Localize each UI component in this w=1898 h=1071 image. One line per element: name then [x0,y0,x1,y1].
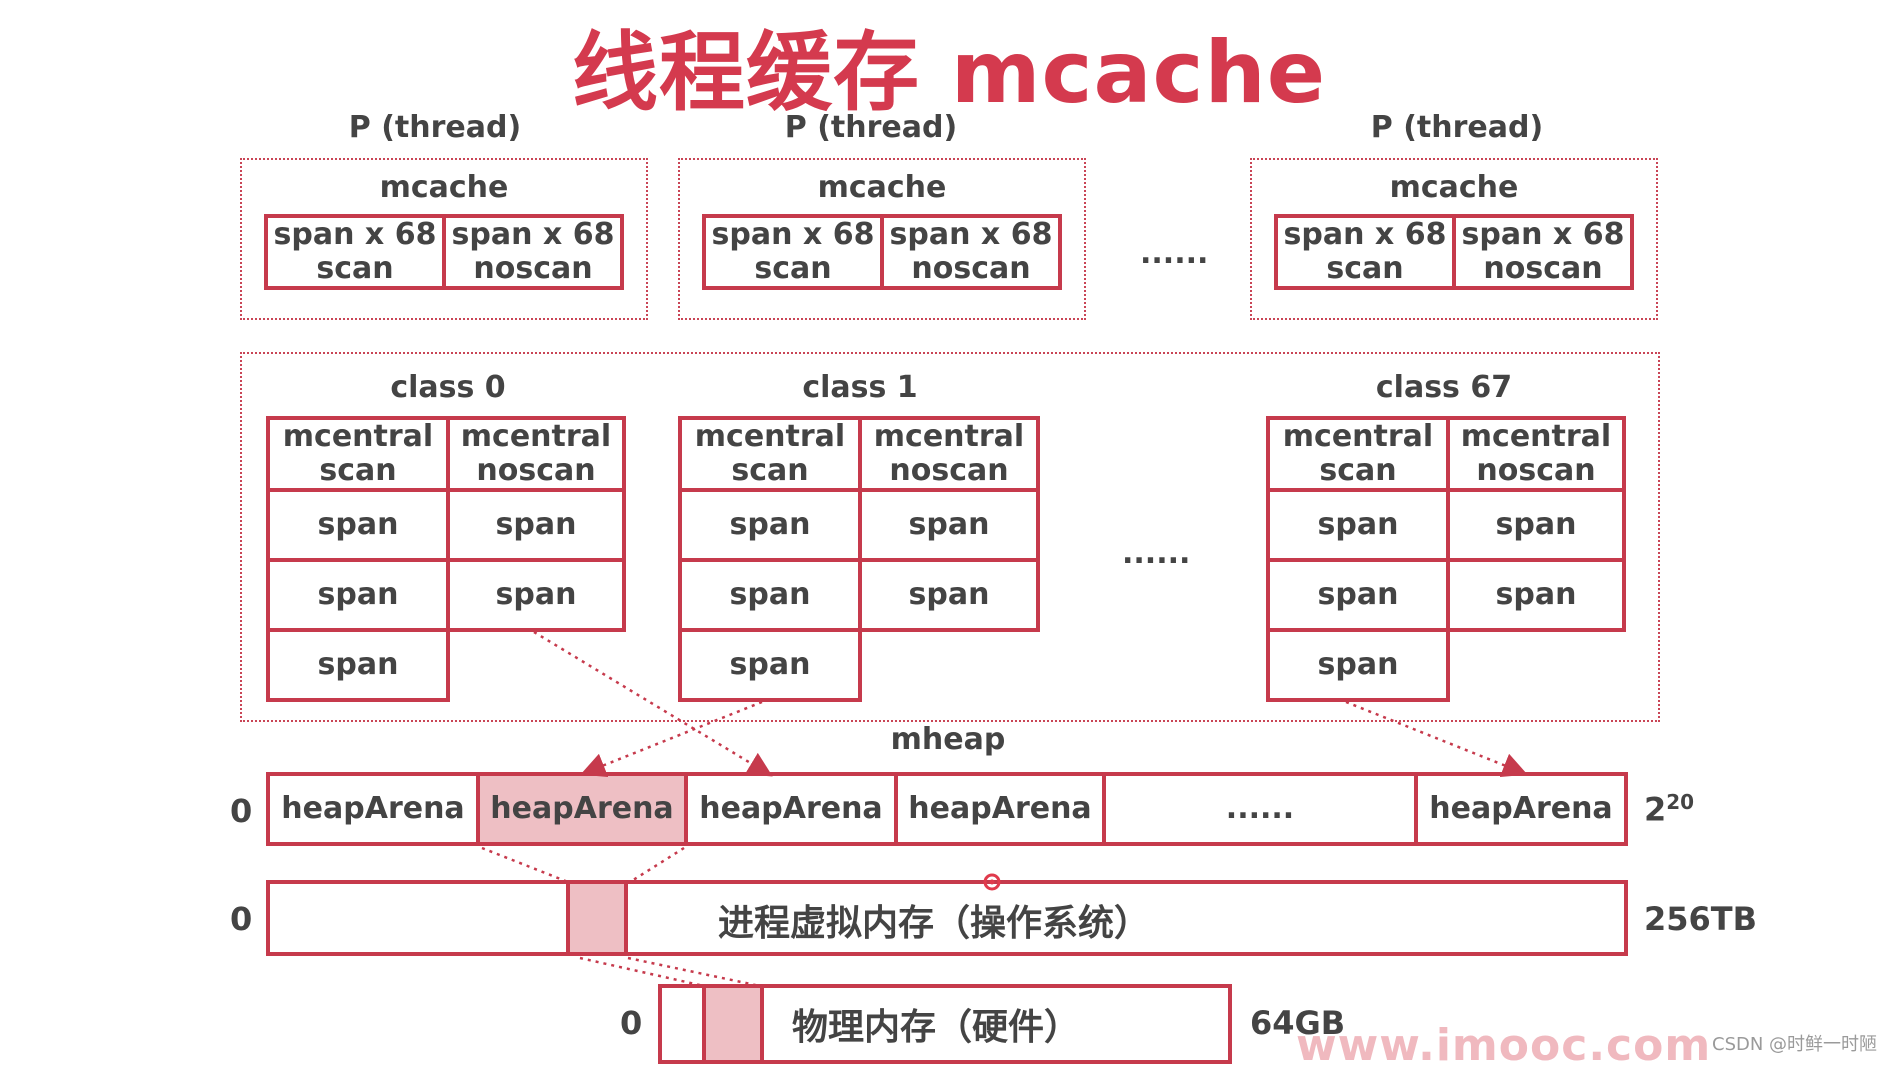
heap-arena-cell: heapArena [684,772,898,846]
mcentral-box [240,352,1660,722]
virtual-memory-start: 0 [230,900,253,938]
physical-memory-segment [702,984,764,1064]
virtual-memory-bar [266,880,1628,956]
heap-arena-ellipsis-cell: ...... [1102,772,1418,846]
span-cell: span [858,558,1040,632]
arena-to-vm-line [481,846,569,884]
diagram-title: 线程缓存 mcache [571,23,1327,123]
class-label: class 0 [390,370,506,405]
heap-arena-cell: heapArena [266,772,480,846]
physical-memory-start: 0 [620,1004,643,1042]
p-thread-ellipsis: ...... [1140,236,1209,271]
mcache-box [240,158,648,320]
imooc-watermark: www.imooc.com [1296,1020,1712,1071]
span-cell: span [1446,558,1626,632]
p-thread-label: P (thread) [1370,110,1544,145]
span-to-arena-arrow [533,630,773,777]
virtual-memory-label: 进程虚拟内存（操作系统） [718,903,1151,944]
span-to-arena-arrow [580,700,763,777]
virtual-memory-size: 256TB [1644,900,1758,938]
mcache-label: mcache [1389,170,1519,205]
vm-to-pm-line [579,956,705,988]
mcache-box [678,158,1086,320]
virtual-memory-segment [566,880,628,956]
mcache-label: mcache [379,170,509,205]
csdn-watermark: CSDN @时鲜一时陋 [1712,1034,1878,1055]
physical-memory-label: 物理内存（硬件） [792,1007,1081,1048]
arena-to-vm-line [629,846,685,884]
span-cell: span [266,558,450,632]
span-cell: span [678,628,862,702]
vm-to-pm-line [627,956,761,988]
arena-end-label: 220 [1644,790,1695,829]
span-cell: span [266,628,450,702]
span-cell: span [678,488,862,562]
heap-arena-cell: heapArena [1414,772,1628,846]
span-cell: span [446,558,626,632]
physical-memory-size: 64GB [1250,1004,1346,1042]
mcache-box [1250,158,1658,320]
heap-arena-cell: heapArena [894,772,1106,846]
span-cell: span [678,558,862,632]
span-to-arena-arrow [1345,700,1528,777]
class-ellipsis: ...... [1122,536,1191,571]
class-label: class 1 [802,370,918,405]
class-label: class 67 [1375,370,1513,405]
p-thread-label: P (thread) [784,110,958,145]
span-cell: span [1266,628,1450,702]
p-thread-label: P (thread) [348,110,522,145]
arena-start-label: 0 [230,792,253,830]
cursor-indicator [983,873,1001,891]
mcache-label: mcache [817,170,947,205]
span-cell: span [446,488,626,562]
mheap-label: mheap [890,722,1006,757]
